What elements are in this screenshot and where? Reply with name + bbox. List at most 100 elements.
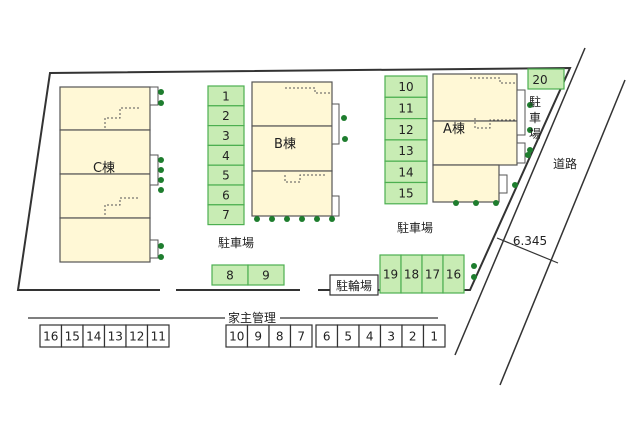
parking-column-a: 10 11 12 13 14 15 xyxy=(384,75,428,205)
lot-boundary xyxy=(16,66,572,291)
owner-managed-area: 家主管理 xyxy=(28,310,438,325)
shrub-icon xyxy=(453,200,459,206)
space-number: 7 xyxy=(297,330,305,344)
owner-managed-label: 家主管理 xyxy=(228,310,276,325)
space-number: 15 xyxy=(65,330,80,344)
space-number: 5 xyxy=(222,169,230,183)
parking-label-right: 駐車場 xyxy=(397,220,433,235)
parking-space: 3 xyxy=(379,324,403,348)
space-number: 14 xyxy=(86,330,101,344)
space-number: 10 xyxy=(229,330,244,344)
parking-space: 17 xyxy=(421,254,444,294)
shrub-icon xyxy=(158,177,164,183)
parking-space: 19 xyxy=(379,254,402,294)
parking-space: 16 xyxy=(442,254,465,294)
space-number: 17 xyxy=(425,268,440,282)
parking-space: 18 xyxy=(400,254,423,294)
parking-space: 2 xyxy=(207,105,245,127)
shrub-icon xyxy=(158,254,164,260)
parking-space: 15 xyxy=(384,181,428,205)
shrub-icon xyxy=(473,200,479,206)
space-number: 12 xyxy=(129,330,144,344)
space-number: 14 xyxy=(398,165,413,179)
shrub-icon xyxy=(525,152,531,158)
space-number: 4 xyxy=(366,330,374,344)
parking-space: 11 xyxy=(384,96,428,120)
building-b-label: B棟 xyxy=(274,137,296,152)
space-number: 13 xyxy=(398,144,413,158)
space-number: 2 xyxy=(222,109,230,123)
space-number: 5 xyxy=(344,330,352,344)
shrub-icon xyxy=(341,115,347,121)
parking-space: 11 xyxy=(146,324,170,348)
space-number: 16 xyxy=(43,330,58,344)
parking-space: 1 xyxy=(422,324,446,348)
space-number: 8 xyxy=(226,269,234,283)
space-number: 6 xyxy=(323,330,331,344)
shrub-icon xyxy=(158,243,164,249)
road-width-line xyxy=(496,237,559,264)
shrub-icon xyxy=(158,157,164,163)
space-number: 16 xyxy=(446,268,461,282)
shrub-icon xyxy=(329,216,335,222)
space-number: 1 xyxy=(430,330,438,344)
parking-space: 2 xyxy=(401,324,425,348)
parking-space: 14 xyxy=(384,160,428,184)
shrub-icon xyxy=(314,216,320,222)
building-c: C棟 xyxy=(59,86,159,263)
bicycle-parking-label: 駐輪場 xyxy=(336,278,372,293)
shrub-icon xyxy=(158,167,164,173)
road-edge-left xyxy=(454,47,586,356)
parking-row-right: 19 18 17 16 xyxy=(379,254,465,294)
space-number: 11 xyxy=(398,101,413,115)
space-number: 3 xyxy=(222,129,230,143)
space-number: 19 xyxy=(383,268,398,282)
shrub-icon xyxy=(493,200,499,206)
space-number: 10 xyxy=(398,80,413,94)
building-a: A棟 xyxy=(432,73,526,203)
parking-space: 14 xyxy=(82,324,106,348)
parking-space: 15 xyxy=(60,324,84,348)
shrub-icon xyxy=(269,216,275,222)
owner-lots-left: 16 15 14 13 12 11 xyxy=(39,324,170,348)
parking-space: 7 xyxy=(289,324,313,348)
parking-space: 13 xyxy=(103,324,127,348)
space-number: 13 xyxy=(108,330,123,344)
shrub-icon xyxy=(527,102,533,108)
space-number: 9 xyxy=(262,269,270,283)
space-number: 20 xyxy=(532,73,547,87)
parking-space: 7 xyxy=(207,204,245,226)
space-number: 18 xyxy=(404,268,419,282)
space-number: 8 xyxy=(276,330,284,344)
space-number: 4 xyxy=(222,149,230,163)
parking-label-vertical: 駐車場 xyxy=(529,94,541,141)
shrubs xyxy=(158,89,533,280)
shrub-icon xyxy=(342,136,348,142)
parking-space: 4 xyxy=(207,144,245,166)
parking-space: 13 xyxy=(384,139,428,162)
parking-space: 6 xyxy=(207,184,245,206)
space-number: 15 xyxy=(398,187,413,201)
road-edge-right xyxy=(499,79,626,386)
parking-space: 3 xyxy=(207,124,245,146)
parking-space: 8 xyxy=(268,324,292,348)
space-number: 1 xyxy=(222,89,230,103)
parking-space: 5 xyxy=(207,164,245,186)
parking-space: 6 xyxy=(315,324,339,348)
space-number: 3 xyxy=(387,330,395,344)
parking-label-center: 駐車場 xyxy=(218,235,254,250)
space-number: 11 xyxy=(151,330,166,344)
parking-space: 4 xyxy=(358,324,382,348)
parking-space: 9 xyxy=(247,264,285,286)
shrub-icon xyxy=(254,216,260,222)
shrub-icon xyxy=(527,127,533,133)
space-number: 12 xyxy=(398,123,413,137)
shrub-icon xyxy=(158,89,164,95)
parking-space: 12 xyxy=(125,324,149,348)
space-number: 2 xyxy=(409,330,417,344)
road-label: 道路 xyxy=(553,156,577,171)
parking-space: 12 xyxy=(384,117,428,141)
